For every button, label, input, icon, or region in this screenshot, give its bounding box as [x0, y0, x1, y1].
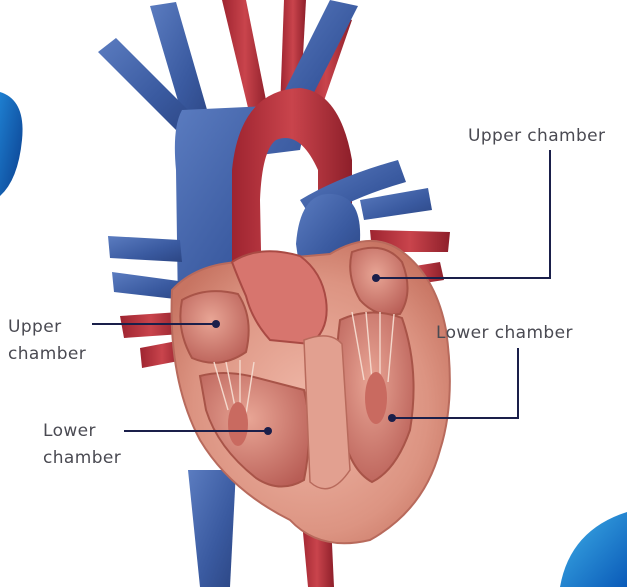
decorative-blue-shape-left: [0, 92, 23, 196]
label-lower-chamber-right: Lower chamber: [436, 321, 573, 345]
septum: [304, 336, 350, 489]
label-upper-chamber-right: Upper chamber: [468, 124, 605, 148]
label-upper-chamber-left-line2: chamber: [8, 341, 86, 368]
label-lower-chamber-right-text: Lower chamber: [436, 321, 573, 345]
carotid-artery-left: [222, 0, 268, 116]
label-upper-chamber-left: Upper chamber: [8, 314, 86, 368]
lower-chamber-left: [200, 373, 309, 487]
label-lower-chamber-left: Lower chamber: [43, 418, 121, 472]
inferior-vena-cava: [188, 470, 236, 587]
pulmonary-vessel-left: [108, 236, 182, 262]
label-upper-chamber-left-line1: Upper: [8, 314, 86, 341]
decorative-blue-shape-bottom-right: [560, 512, 627, 587]
label-lower-chamber-left-line1: Lower: [43, 418, 121, 445]
label-upper-chamber-right-text: Upper chamber: [468, 124, 605, 148]
label-lower-chamber-left-line2: chamber: [43, 445, 121, 472]
